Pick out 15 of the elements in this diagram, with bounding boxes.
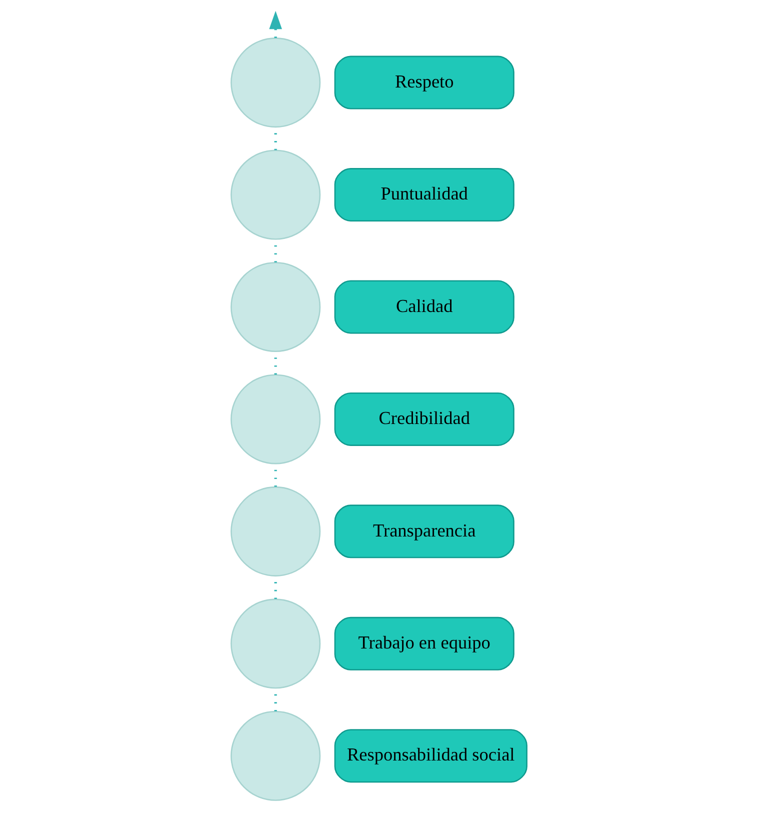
node-box: Responsabilidad social <box>334 729 528 783</box>
node-circle <box>230 710 321 801</box>
node-box: Transparencia <box>334 504 514 558</box>
node-box: Calidad <box>334 280 514 334</box>
node-circle <box>230 486 321 576</box>
node-circle <box>230 38 321 128</box>
node-circle <box>230 262 321 352</box>
node-box: Trabajo en equipo <box>334 616 514 670</box>
node-box: Puntualidad <box>334 168 514 222</box>
node-circle <box>230 150 321 240</box>
node-box: Respeto <box>334 56 514 110</box>
node-circle <box>230 598 321 689</box>
arrow <box>269 10 282 38</box>
node-circle <box>230 374 321 464</box>
node-box: Credibilidad <box>334 392 514 446</box>
